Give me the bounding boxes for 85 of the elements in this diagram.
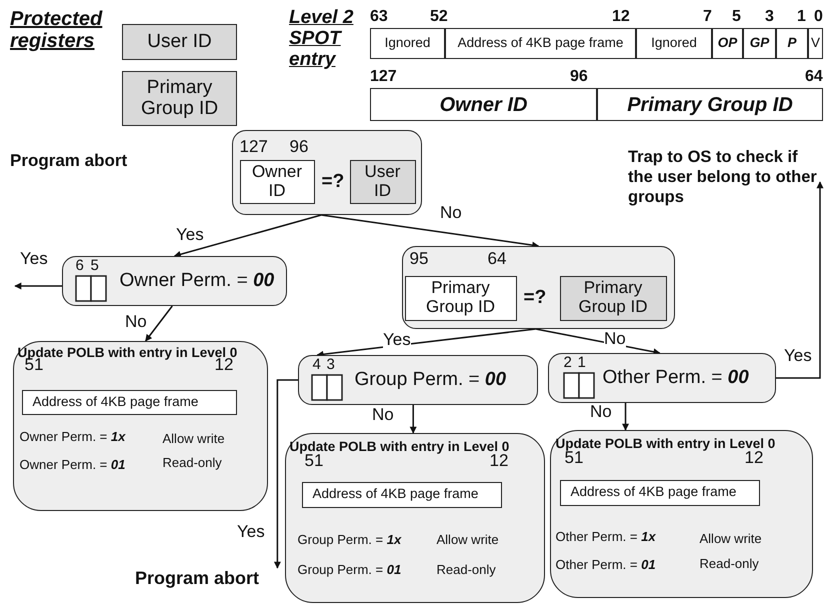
box-heading: Update POLB with entry in Level 0 [556, 436, 776, 451]
arrow [776, 181, 824, 379]
bit-number: 96 [290, 138, 308, 156]
arrow [14, 282, 62, 290]
bit-field-cell: Ignored [636, 28, 712, 59]
field-box: Address of 4KB page frame [302, 482, 502, 508]
bit-field-cell: Ignored [370, 28, 445, 59]
field-box: Primary Group ID [404, 276, 516, 320]
bit-number: 5 [732, 8, 741, 26]
register-box: User ID [122, 24, 237, 60]
arrow [622, 403, 630, 431]
arrow [321, 214, 540, 249]
bit-number: 5 [90, 258, 99, 274]
bit-number: 3 [765, 8, 774, 26]
field-box: Owner ID [240, 160, 314, 204]
edge-label: No [604, 330, 626, 349]
bit-number: 96 [570, 68, 588, 86]
bit-number: 1 [797, 8, 806, 26]
permission-meaning: Read-only [700, 556, 759, 571]
condition-text: Owner Perm. = 00 [120, 270, 274, 292]
comparison-operator: =? [524, 288, 546, 308]
bit-number: 2 [564, 354, 572, 371]
bit-number: 7 [703, 8, 712, 26]
bit-field-cell: OP [712, 28, 743, 59]
permission-text: Owner Perm. = 01 [20, 458, 126, 472]
bit-field-cell: GP [743, 28, 776, 59]
annotation-text: Program abort [10, 152, 128, 171]
permission-text: Group Perm. = 1x [298, 532, 402, 547]
comparison-operator: =? [322, 172, 344, 192]
bit-number: 127 [240, 138, 268, 156]
bit-number: 12 [612, 8, 630, 26]
condition-text: Other Perm. = 00 [602, 368, 749, 388]
annotation-text: Trap to OS to check if the user belong to other groups [628, 148, 820, 212]
field-box: Address of 4KB page frame [560, 480, 760, 506]
field-box: Address of 4KB page frame [22, 390, 236, 414]
action-box [285, 433, 545, 603]
edge-label: Yes [383, 331, 411, 350]
bit-field-cell: Owner ID [370, 88, 597, 121]
permission-text: Other Perm. = 01 [556, 558, 656, 572]
permission-text: Group Perm. = 01 [298, 562, 402, 577]
arrow [174, 214, 322, 258]
heading: Protected registers [10, 8, 104, 52]
arrow [536, 328, 660, 356]
register-box: User ID [350, 160, 416, 204]
register-box: Primary Group ID [560, 276, 666, 320]
annotation-text: Program abort [135, 568, 295, 596]
bit-number: 12 [490, 452, 508, 470]
bit-number: 51 [304, 452, 324, 470]
permission-meaning: Allow write [436, 532, 499, 547]
decision-box [548, 353, 776, 403]
bit-field-cell: Address of 4KB page frame [445, 28, 636, 59]
bit-number: 95 [410, 250, 428, 268]
comparison-box [232, 130, 422, 215]
bit-number: 12 [744, 448, 764, 468]
permission-text: Other Perm. = 1x [556, 530, 656, 544]
bit-number: 6 [76, 258, 84, 274]
decision-box [62, 256, 287, 306]
bit-number: 4 [312, 356, 321, 373]
bit-field-cell: V [808, 28, 823, 59]
bit-number: 52 [430, 8, 448, 26]
arrow [274, 379, 298, 569]
heading: Level 2 SPOT entry [289, 8, 354, 71]
permission-meaning: Allow write [700, 532, 762, 546]
permission-meaning: Allow write [162, 432, 225, 446]
box-heading: Update POLB with entry in Level 0 [290, 440, 510, 454]
bit-number: 63 [370, 8, 388, 26]
decision-box [298, 355, 538, 405]
permission-meaning: Read-only [436, 562, 496, 577]
bit-number: 3 [326, 356, 335, 373]
comparison-box [402, 246, 675, 329]
bit-number: 64 [488, 250, 506, 268]
bit-number: 0 [814, 8, 823, 26]
arrow [410, 405, 417, 434]
action-box [13, 341, 268, 511]
permission-text: Owner Perm. = 1x [20, 430, 126, 444]
permission-meaning: Read-only [162, 456, 222, 470]
register-box: Primary Group ID [122, 71, 237, 126]
bit-number: 127 [370, 68, 397, 86]
bit-field-cell: Primary Group ID [597, 88, 823, 121]
bit-number: 1 [578, 354, 586, 371]
bit-field-cell: P [776, 28, 808, 59]
bit-number: 64 [805, 68, 823, 86]
arrow [145, 306, 173, 342]
action-box [550, 430, 813, 598]
condition-text: Group Perm. = 00 [354, 370, 506, 390]
